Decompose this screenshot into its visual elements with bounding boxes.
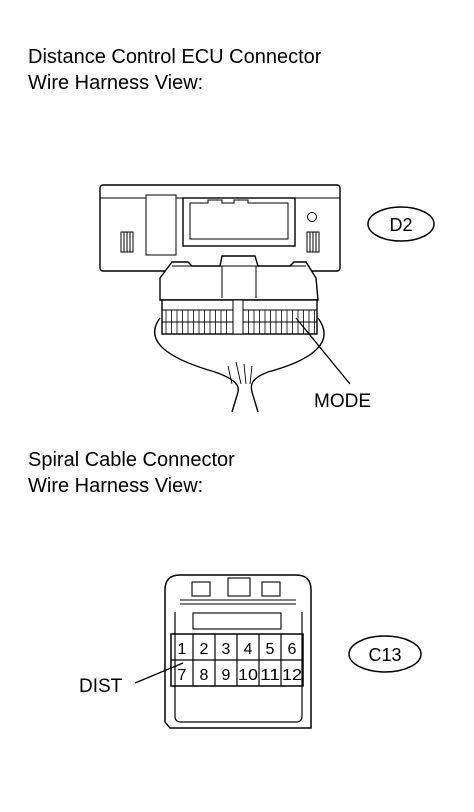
pin-3: 3: [222, 641, 231, 658]
ecu-connector-caption: Distance Control ECU Connector Wire Harn…: [28, 44, 321, 96]
dist-terminal-label: DIST: [79, 676, 123, 697]
harness-plug-body: [159, 255, 319, 301]
spiral-connector-drawing: [134, 574, 422, 729]
pin-10: 10: [238, 667, 258, 684]
pin-5: 5: [266, 641, 275, 658]
d2-connector-code: D2: [389, 215, 412, 235]
harness-wire-left: [153, 317, 239, 393]
pin-7: 7: [178, 667, 187, 684]
c13-callout-ellipse: [348, 635, 422, 673]
ecu-connector-drawing: [99, 184, 435, 413]
d2-callout-ellipse: [367, 206, 435, 242]
ecu-terminal-cells: [165, 310, 315, 334]
ecu-mount-right: [306, 231, 320, 253]
pin-11: 11: [260, 667, 280, 684]
pin-4: 4: [244, 641, 253, 658]
dist-leader-line: [134, 662, 184, 684]
ecu-mount-left: [120, 231, 134, 253]
pin-9: 9: [222, 667, 231, 684]
ecu-connector-caption-line2: Wire Harness View:: [28, 72, 204, 94]
spiral-cable-caption-line2: Wire Harness View:: [28, 475, 204, 497]
harness-wire-right: [250, 317, 325, 393]
pin-1: 1: [178, 641, 187, 658]
pin-12: 12: [282, 667, 302, 684]
spiral-cable-caption-line1: Spiral Cable Connector: [28, 449, 235, 471]
ecu-connector-caption-line1: Distance Control ECU Connector: [28, 46, 322, 68]
mode-leader-line: [295, 317, 351, 385]
pin-8: 8: [200, 667, 209, 684]
spiral-pin-dividers: [192, 634, 282, 686]
spiral-cable-caption: Spiral Cable Connector Wire Harness View…: [28, 447, 235, 499]
pin-6: 6: [288, 641, 297, 658]
mode-terminal-label: MODE: [314, 391, 371, 412]
c13-connector-code: C13: [368, 645, 401, 665]
pin-2: 2: [200, 641, 209, 658]
